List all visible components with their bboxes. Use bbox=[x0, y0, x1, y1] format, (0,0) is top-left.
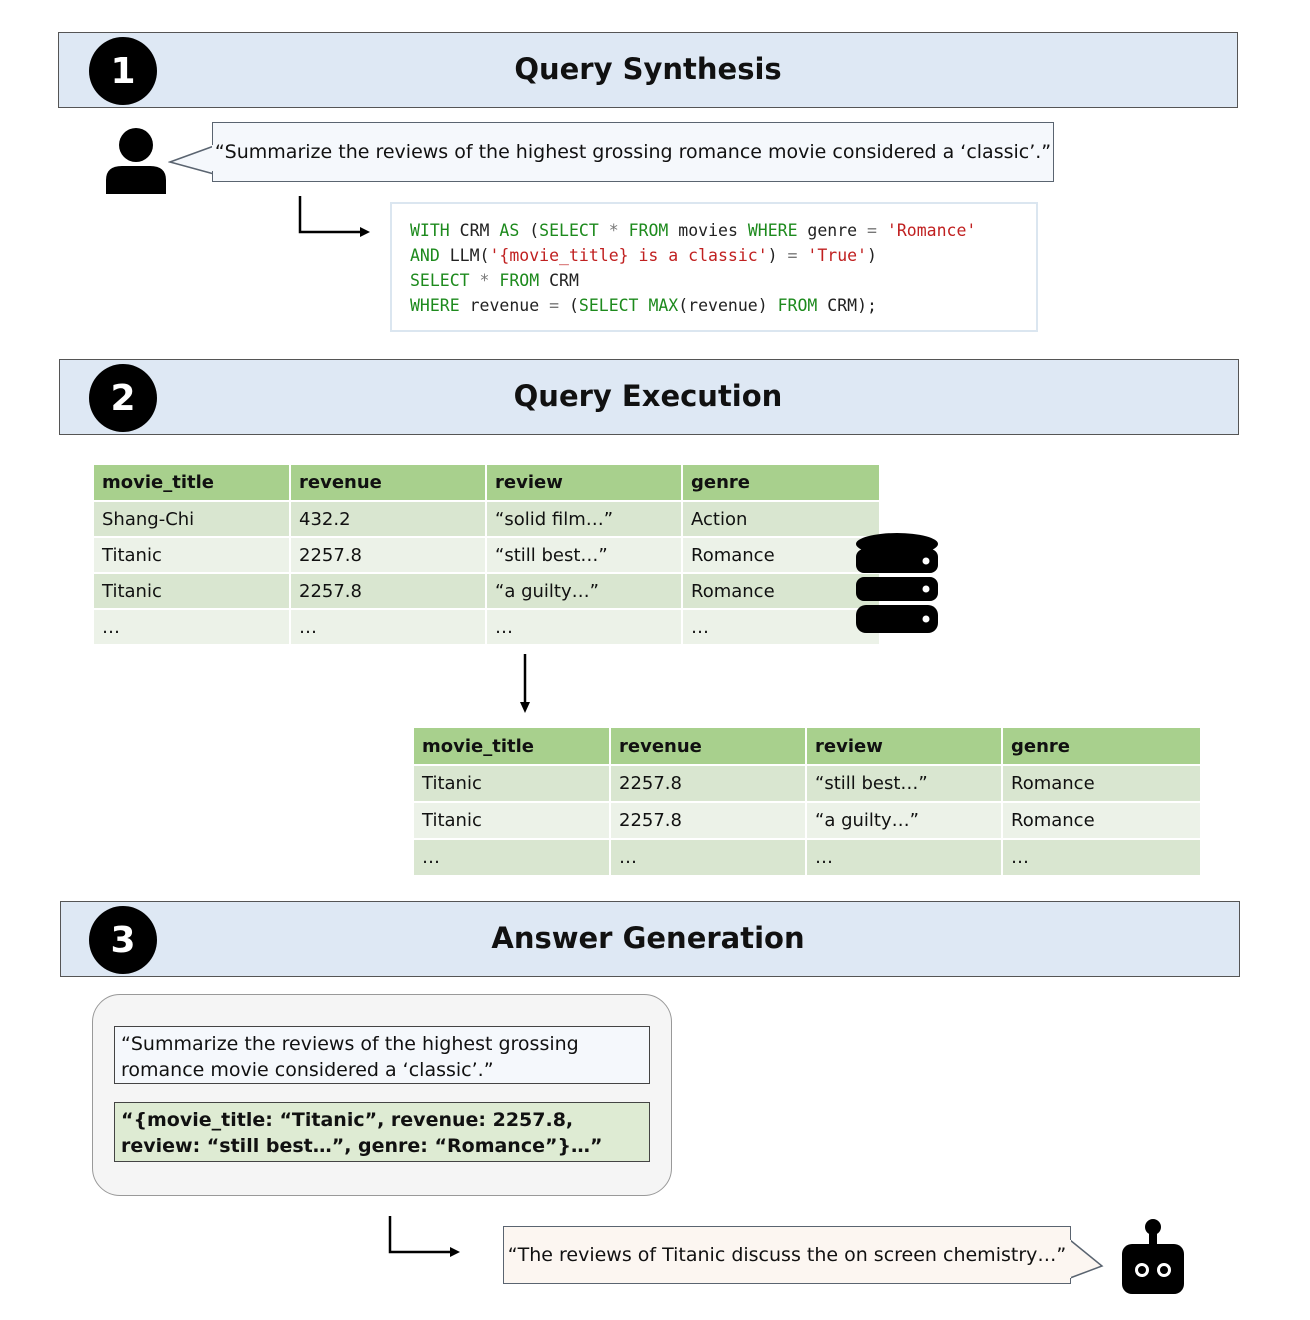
stage-2-number: 2 bbox=[89, 364, 157, 432]
table-row: … … … … bbox=[414, 839, 1200, 877]
table-cell: 2257.8 bbox=[610, 765, 807, 803]
table-cell: … bbox=[290, 609, 487, 646]
table-header-row: movie_title revenue review genre bbox=[414, 728, 1200, 766]
answer-tail-cover bbox=[1068, 1240, 1071, 1278]
sql-line-4: WHERE revenue = (SELECT MAX(revenue) FRO… bbox=[410, 296, 877, 315]
table-cell: Titanic bbox=[94, 537, 291, 574]
column-header: genre bbox=[682, 465, 879, 502]
table-row: Titanic 2257.8 “still best…” Romance bbox=[94, 537, 879, 574]
table-cell: Titanic bbox=[414, 765, 611, 803]
column-header: revenue bbox=[610, 728, 807, 766]
stage-1-number: 1 bbox=[89, 37, 157, 105]
table-row: Titanic 2257.8 “a guilty…” Romance bbox=[414, 802, 1200, 840]
table-cell: 2257.8 bbox=[290, 573, 487, 610]
stage-1-title: Query Synthesis bbox=[514, 52, 782, 86]
sql-line-1: WITH CRM AS (SELECT * FROM movies WHERE … bbox=[410, 221, 977, 240]
column-header: review bbox=[486, 465, 683, 502]
table-cell: … bbox=[682, 609, 879, 646]
table-row: Titanic 2257.8 “a guilty…” Romance bbox=[94, 573, 879, 610]
table-cell: “a guilty…” bbox=[486, 573, 683, 610]
sql-line-2: AND LLM('{movie_title} is a classic') = … bbox=[410, 246, 877, 265]
table-cell: … bbox=[610, 839, 807, 877]
user-query-text: “Summarize the reviews of the highest gr… bbox=[214, 141, 1052, 163]
table-cell: 2257.8 bbox=[610, 802, 807, 840]
answer-bubble-tail bbox=[1069, 1239, 1104, 1279]
table-cell: “still best…” bbox=[486, 537, 683, 574]
down-arrow-icon bbox=[520, 654, 530, 713]
table-cell: Romance bbox=[1002, 802, 1200, 840]
column-header: movie_title bbox=[94, 465, 291, 502]
column-header: movie_title bbox=[414, 728, 611, 766]
table-cell: Romance bbox=[682, 573, 879, 610]
stage-1-banner bbox=[58, 32, 1238, 108]
llm-input-panel bbox=[92, 994, 672, 1196]
stage-3-banner bbox=[60, 901, 1240, 977]
table-cell: “still best…” bbox=[806, 765, 1003, 803]
arrow-icon bbox=[298, 196, 370, 237]
sql-line-3: SELECT * FROM CRM bbox=[410, 271, 579, 290]
table-row: Titanic 2257.8 “still best…” Romance bbox=[414, 765, 1200, 803]
panel-question-box: “Summarize the reviews of the highest gr… bbox=[114, 1026, 650, 1084]
stage-2-banner bbox=[59, 359, 1239, 435]
table-cell: “a guilty…” bbox=[806, 802, 1003, 840]
arrow-icon bbox=[388, 1216, 460, 1257]
user-icon bbox=[106, 128, 166, 194]
table-cell: Shang-Chi bbox=[94, 501, 291, 538]
table-cell: 2257.8 bbox=[290, 537, 487, 574]
column-header: revenue bbox=[290, 465, 487, 502]
final-answer-text: “The reviews of Titanic discuss the on s… bbox=[507, 1244, 1067, 1266]
table-cell: … bbox=[414, 839, 611, 877]
stage-3-number: 3 bbox=[89, 906, 157, 974]
table-cell: Romance bbox=[1002, 765, 1200, 803]
final-answer-bubble: “The reviews of Titanic discuss the on s… bbox=[503, 1226, 1071, 1284]
table-cell: Romance bbox=[682, 537, 879, 574]
table-cell: … bbox=[94, 609, 291, 646]
table-cell: … bbox=[1002, 839, 1200, 877]
database-icon bbox=[856, 533, 938, 633]
table-cell: 432.2 bbox=[290, 501, 487, 538]
table-cell: … bbox=[806, 839, 1003, 877]
movies-table: movie_title revenue review genre Shang-C… bbox=[94, 465, 879, 646]
table-header-row: movie_title revenue review genre bbox=[94, 465, 879, 502]
filtered-table: movie_title revenue review genre Titanic… bbox=[414, 728, 1200, 877]
bubble-tail-cover bbox=[212, 145, 215, 171]
stage-3-title: Answer Generation bbox=[491, 921, 805, 955]
robot-icon bbox=[1122, 1219, 1184, 1294]
table-cell: “solid film…” bbox=[486, 501, 683, 538]
speech-bubble-tail bbox=[168, 145, 215, 175]
stage-2-title: Query Execution bbox=[513, 379, 783, 413]
user-query-bubble: “Summarize the reviews of the highest gr… bbox=[212, 122, 1054, 182]
table-cell: Titanic bbox=[94, 573, 291, 610]
table-row: … … … … bbox=[94, 609, 879, 646]
panel-retrieved-box: “{movie_title: “Titanic”, revenue: 2257.… bbox=[114, 1102, 650, 1162]
sql-code-block: WITH CRM AS (SELECT * FROM movies WHERE … bbox=[390, 202, 1038, 332]
column-header: genre bbox=[1002, 728, 1200, 766]
table-row: Shang-Chi 432.2 “solid film…” Action bbox=[94, 501, 879, 538]
table-cell: Action bbox=[682, 501, 879, 538]
column-header: review bbox=[806, 728, 1003, 766]
table-cell: … bbox=[486, 609, 683, 646]
table-cell: Titanic bbox=[414, 802, 611, 840]
